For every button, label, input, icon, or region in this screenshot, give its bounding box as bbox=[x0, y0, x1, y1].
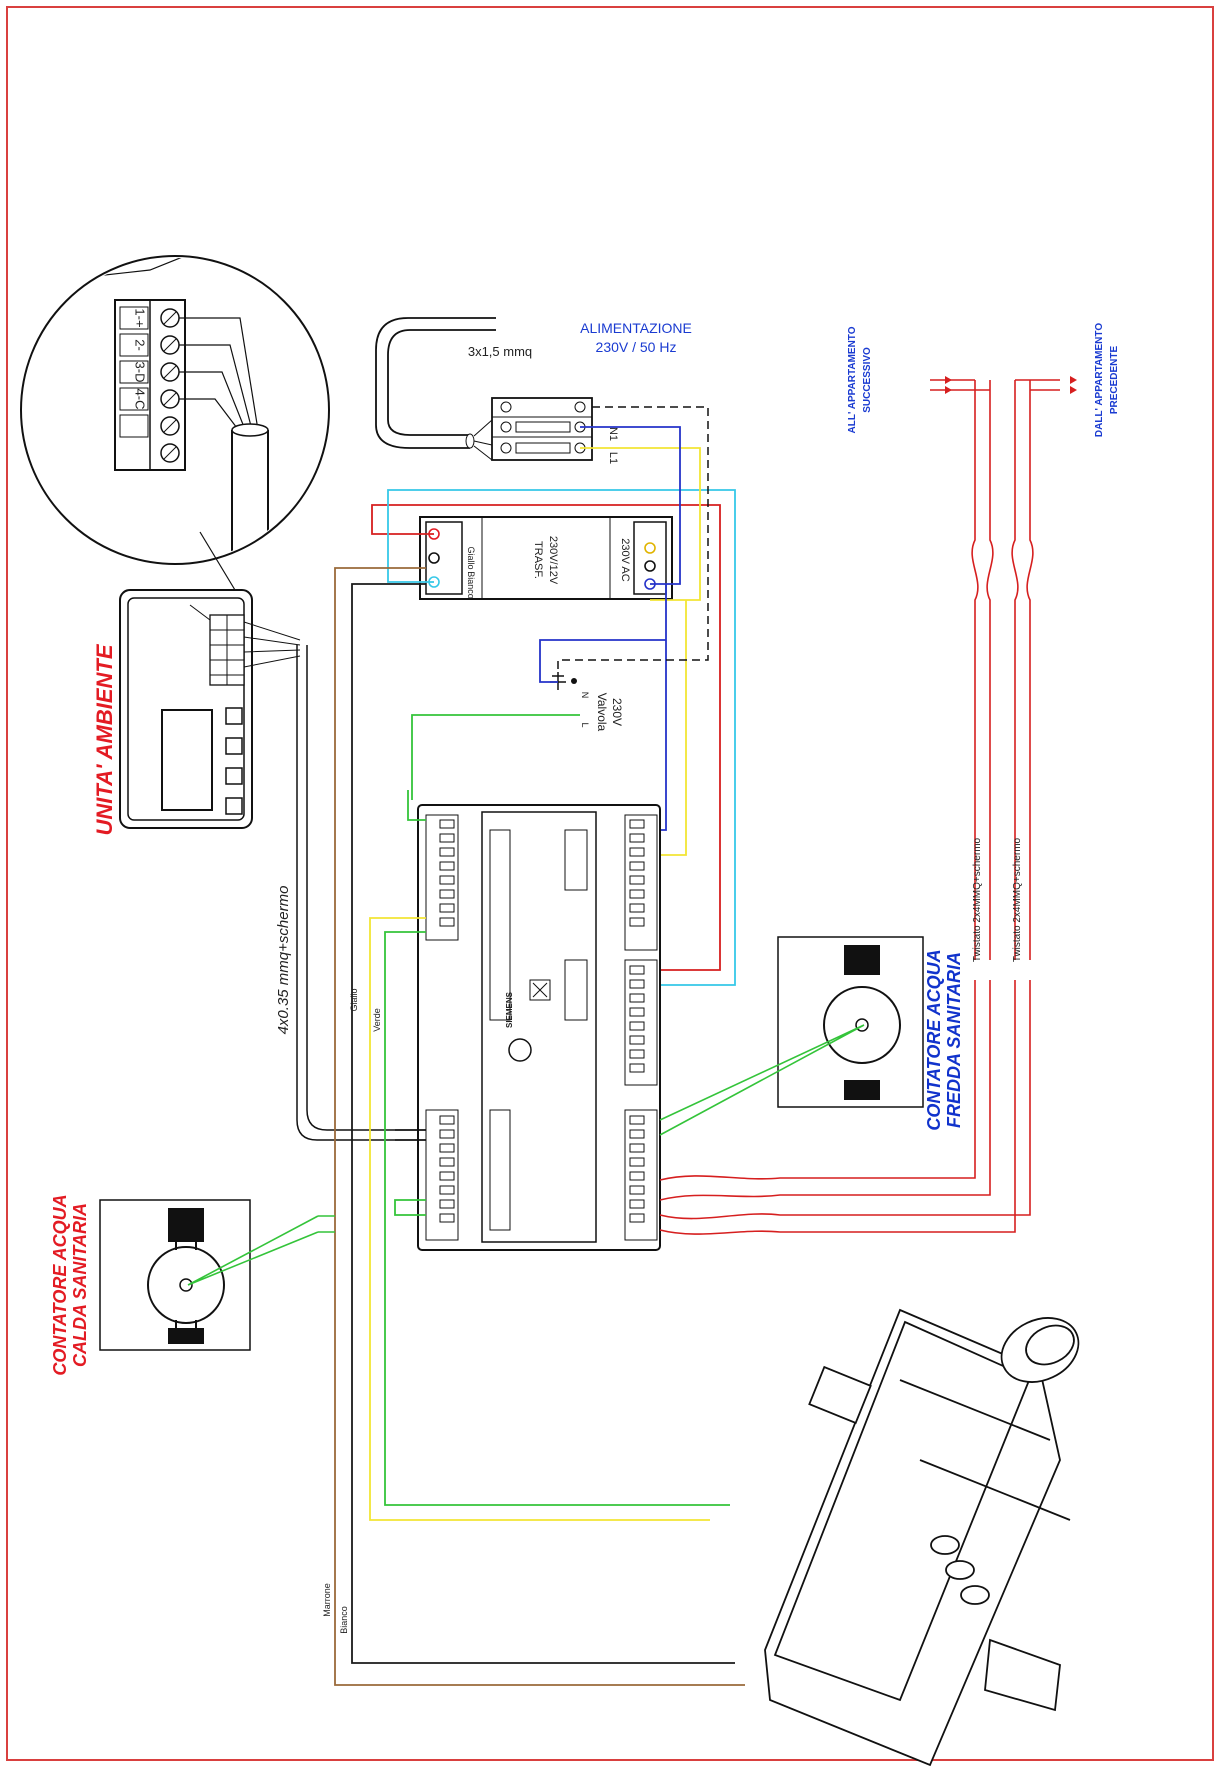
alimentazione-line1: ALIMENTAZIONE bbox=[580, 320, 692, 336]
transformer-ac-label: 230V AC bbox=[619, 538, 631, 581]
controller bbox=[417, 804, 661, 1251]
twisted-label-1: Twistato 2x4MMQ+schermo bbox=[972, 837, 983, 962]
terminal-label-boxes bbox=[119, 306, 149, 438]
term-n1-label: N1 bbox=[607, 427, 619, 441]
power-cable bbox=[375, 317, 496, 461]
trasf-giallo-label: Giallo bbox=[466, 546, 476, 569]
transformer-line1: TRASF. bbox=[532, 541, 544, 579]
wire-verde-label: Verde bbox=[372, 1008, 382, 1032]
terminal-detail-zoom: 1-+ 2- 3-D 4-C bbox=[20, 255, 330, 591]
power-wires bbox=[371, 406, 736, 986]
valve-label-1: Valvola bbox=[595, 693, 609, 732]
twisted-label-2: Twistato 2x4MMQ+schermo bbox=[1012, 837, 1023, 962]
app-successivo-line1: ALL' APPARTAMENTO bbox=[847, 326, 858, 433]
terminal-label-3: 3-D bbox=[133, 362, 148, 383]
transformer bbox=[419, 516, 673, 600]
valve-l-label: L bbox=[580, 722, 590, 727]
cold-water-meter bbox=[659, 936, 924, 1136]
terminal-screws bbox=[160, 308, 180, 463]
power-cable-label: 3x1,5 mmq bbox=[468, 344, 532, 359]
room-unit-key-2 bbox=[225, 737, 243, 755]
room-unit-display bbox=[161, 709, 213, 811]
mains-terminal-block bbox=[491, 397, 593, 461]
wire-bianco-label: Bianco bbox=[339, 1606, 349, 1634]
cold-meter-title-2: FREDDA SANITARIA bbox=[944, 952, 964, 1128]
wire-marrone-label: Marrone bbox=[322, 1583, 332, 1617]
heat-meter bbox=[764, 1308, 1080, 1767]
room-unit bbox=[119, 589, 301, 829]
controller-terminals-right bbox=[624, 814, 658, 1241]
hot-water-meter bbox=[99, 1199, 335, 1351]
bus-cable-outer-1 bbox=[296, 645, 395, 1141]
controller-brand: SIEMENS bbox=[505, 991, 514, 1028]
bus-cable-label: 4x0.35 mmq+schermo bbox=[275, 886, 292, 1035]
room-unit-key-1 bbox=[225, 707, 243, 725]
terminal-label-4: 4-C bbox=[133, 389, 148, 410]
room-unit-key-3 bbox=[225, 767, 243, 785]
cold-meter-title-1: CONTATORE ACQUA bbox=[924, 949, 944, 1130]
terminal-label-1: 1-+ bbox=[133, 308, 148, 327]
controller-terminals-left bbox=[425, 814, 459, 1241]
valve-n-label: N bbox=[580, 692, 590, 699]
app-successivo-line2: SUCCESSIVO bbox=[862, 347, 873, 413]
app-precedente-line1: DALL' APPARTAMENTO bbox=[1094, 323, 1105, 437]
bus-cable-outer-2 bbox=[306, 645, 395, 1131]
valve bbox=[550, 672, 577, 690]
wire-giallo-label: Giallo bbox=[349, 988, 359, 1011]
app-precedente-line2: PRECEDENTE bbox=[1109, 346, 1120, 415]
room-unit-title: UNITA' AMBIENTE bbox=[92, 643, 117, 835]
term-l1-label: L1 bbox=[607, 452, 619, 464]
room-unit-key-4 bbox=[225, 797, 243, 815]
valve-label-2: 230V bbox=[610, 698, 624, 726]
transformer-line2: 230V/12V bbox=[547, 536, 559, 585]
alimentazione-line2: 230V / 50 Hz bbox=[596, 339, 677, 355]
terminal-label-2: 2- bbox=[133, 339, 148, 351]
controller-bus-wires bbox=[334, 567, 745, 1686]
hot-meter-title-2: CALDA SANITARIA bbox=[70, 1203, 90, 1367]
page-frame bbox=[6, 6, 1214, 1761]
twisted-pair-bus bbox=[659, 379, 1060, 1235]
trasf-bianco-label: Bianco bbox=[466, 571, 476, 599]
twisted-pair-arrows bbox=[945, 376, 1077, 394]
hot-meter-title-1: CONTATORE ACQUA bbox=[50, 1194, 70, 1375]
